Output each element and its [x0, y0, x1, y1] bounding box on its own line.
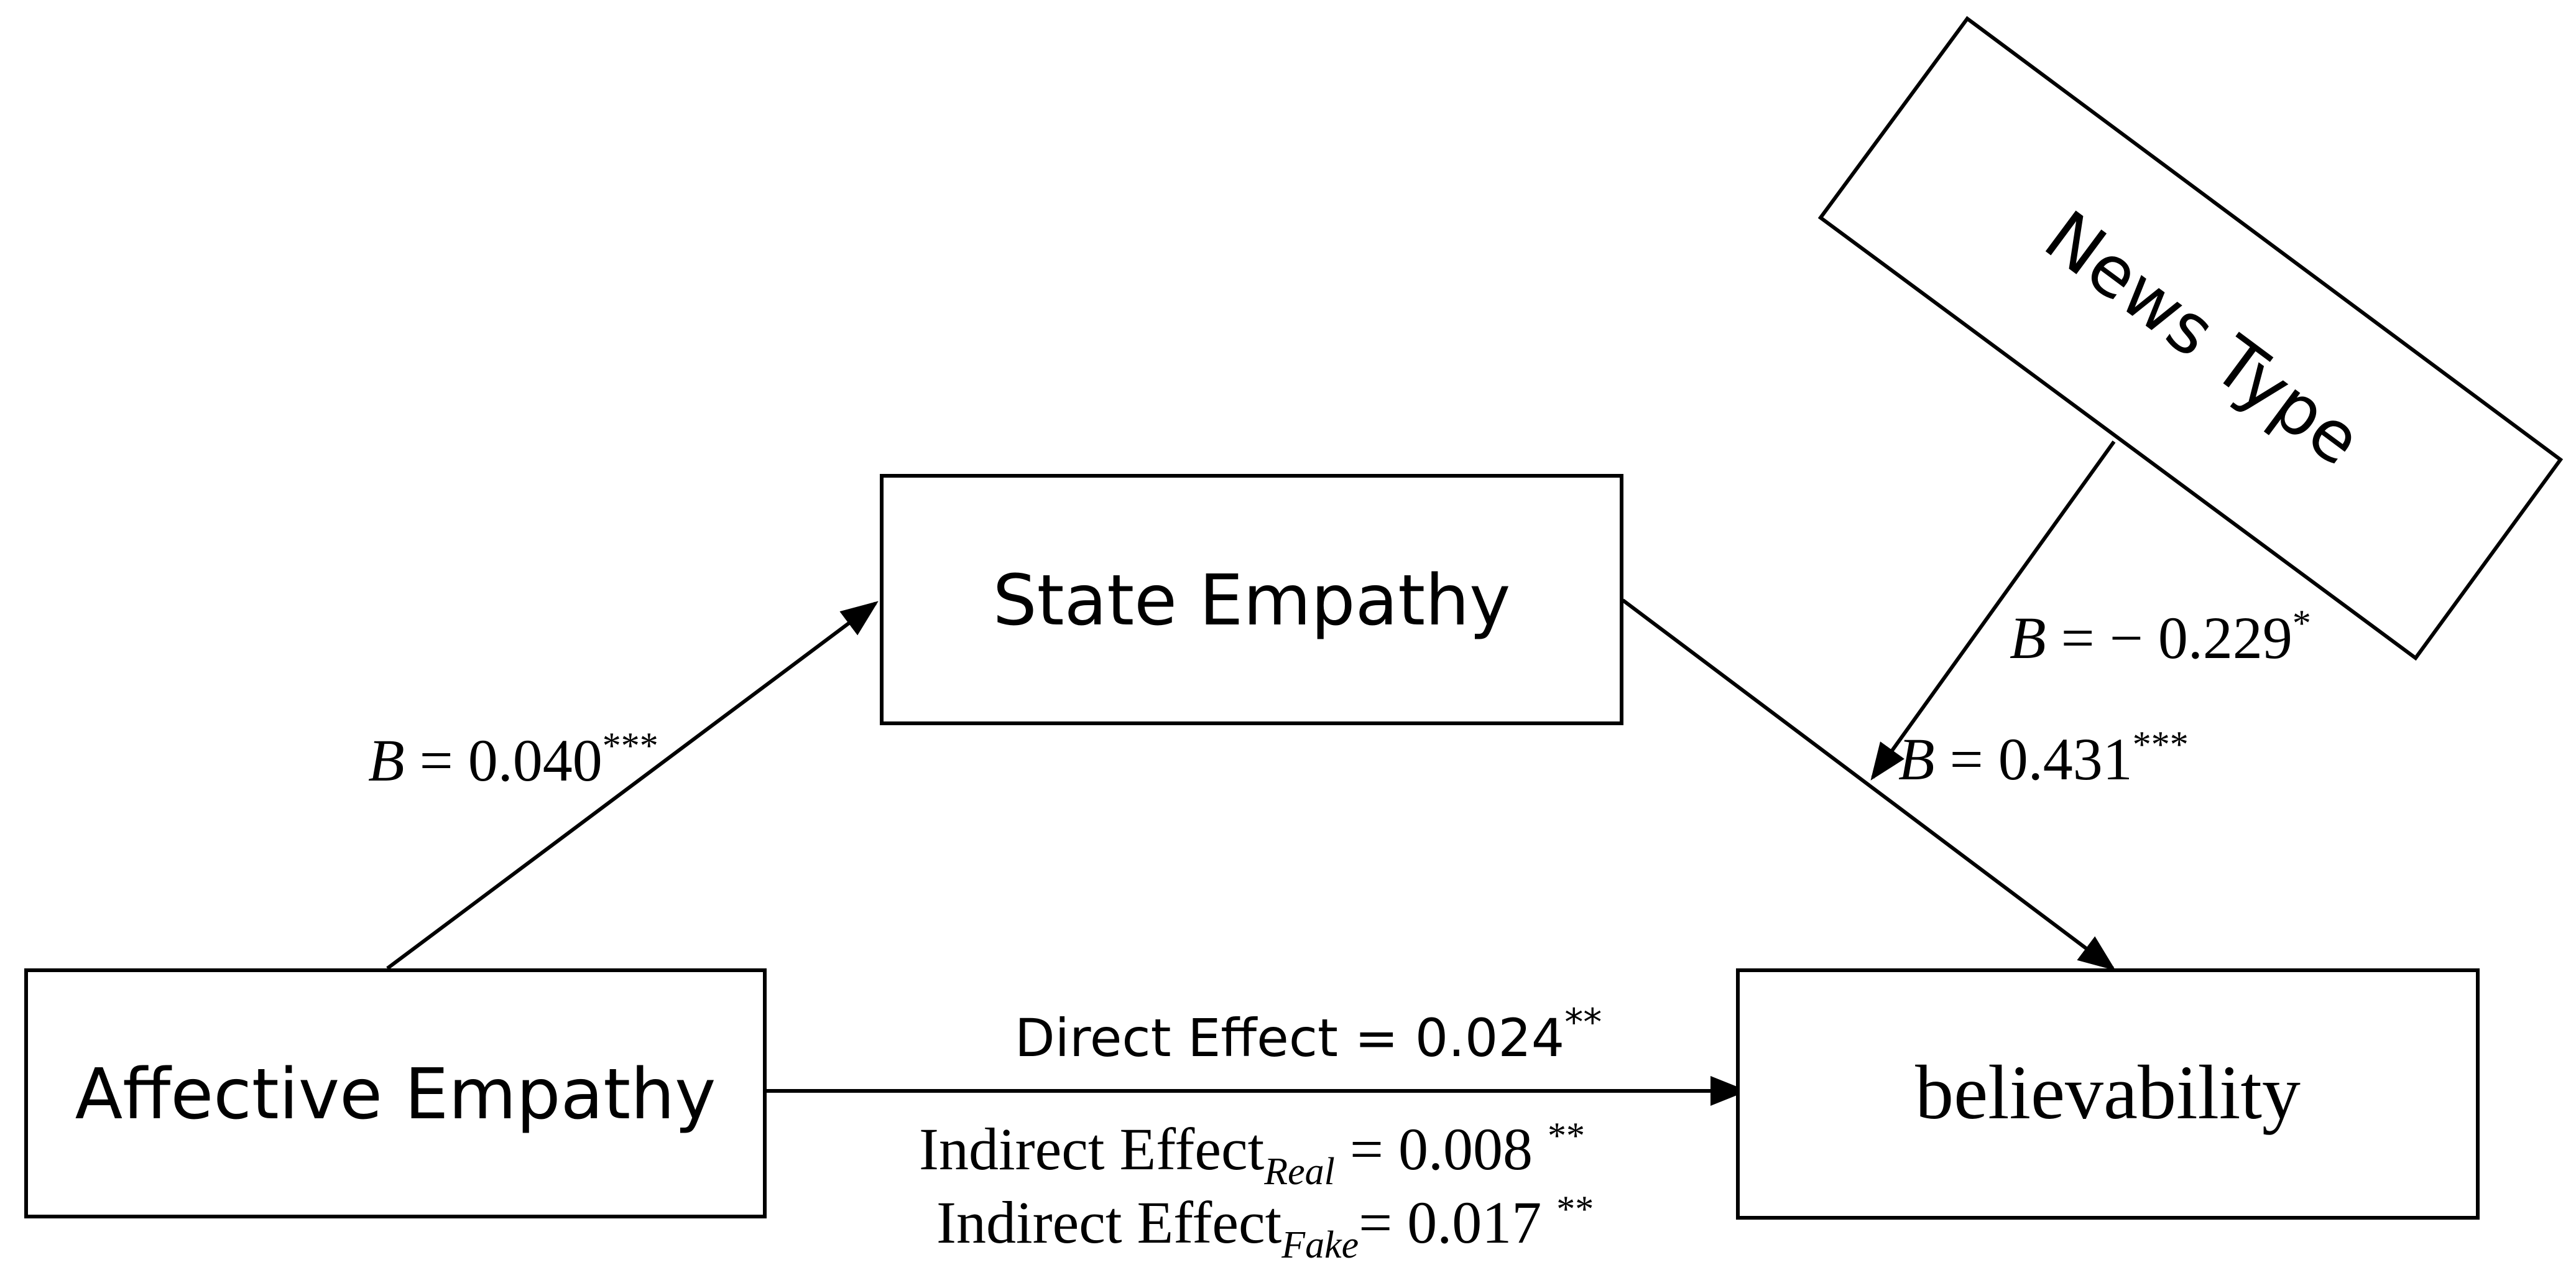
- arrow-newstype-moderation: [1870, 440, 2116, 781]
- coef-news-type-moderation: B = − 0.229*: [2010, 603, 2311, 671]
- node-news-type: News Type: [1817, 16, 2564, 661]
- indirect-effect-real-label: Indirect EffectReal = 0.008 **: [919, 1115, 1585, 1193]
- node-believability-label: believability: [1915, 1050, 2301, 1135]
- indirect-effect-fake-label: Indirect EffectFake= 0.017 **: [936, 1189, 1594, 1266]
- direct-effect-label: Direct Effect = 0.024**: [1015, 1001, 1602, 1069]
- node-state-empathy-label: State Empathy: [993, 560, 1511, 641]
- coef-state-to-believability: B = 0.431***: [1898, 724, 2189, 792]
- arrow-state-to-believability: [1622, 598, 2116, 971]
- node-affective-empathy: Affective Empathy: [24, 968, 767, 1218]
- arrow-affective-to-state: [386, 601, 879, 970]
- node-affective-empathy-label: Affective Empathy: [75, 1054, 716, 1135]
- node-believability: believability: [1736, 968, 2480, 1220]
- node-state-empathy: State Empathy: [880, 474, 1623, 725]
- coef-affective-to-state: B = 0.040***: [368, 725, 658, 794]
